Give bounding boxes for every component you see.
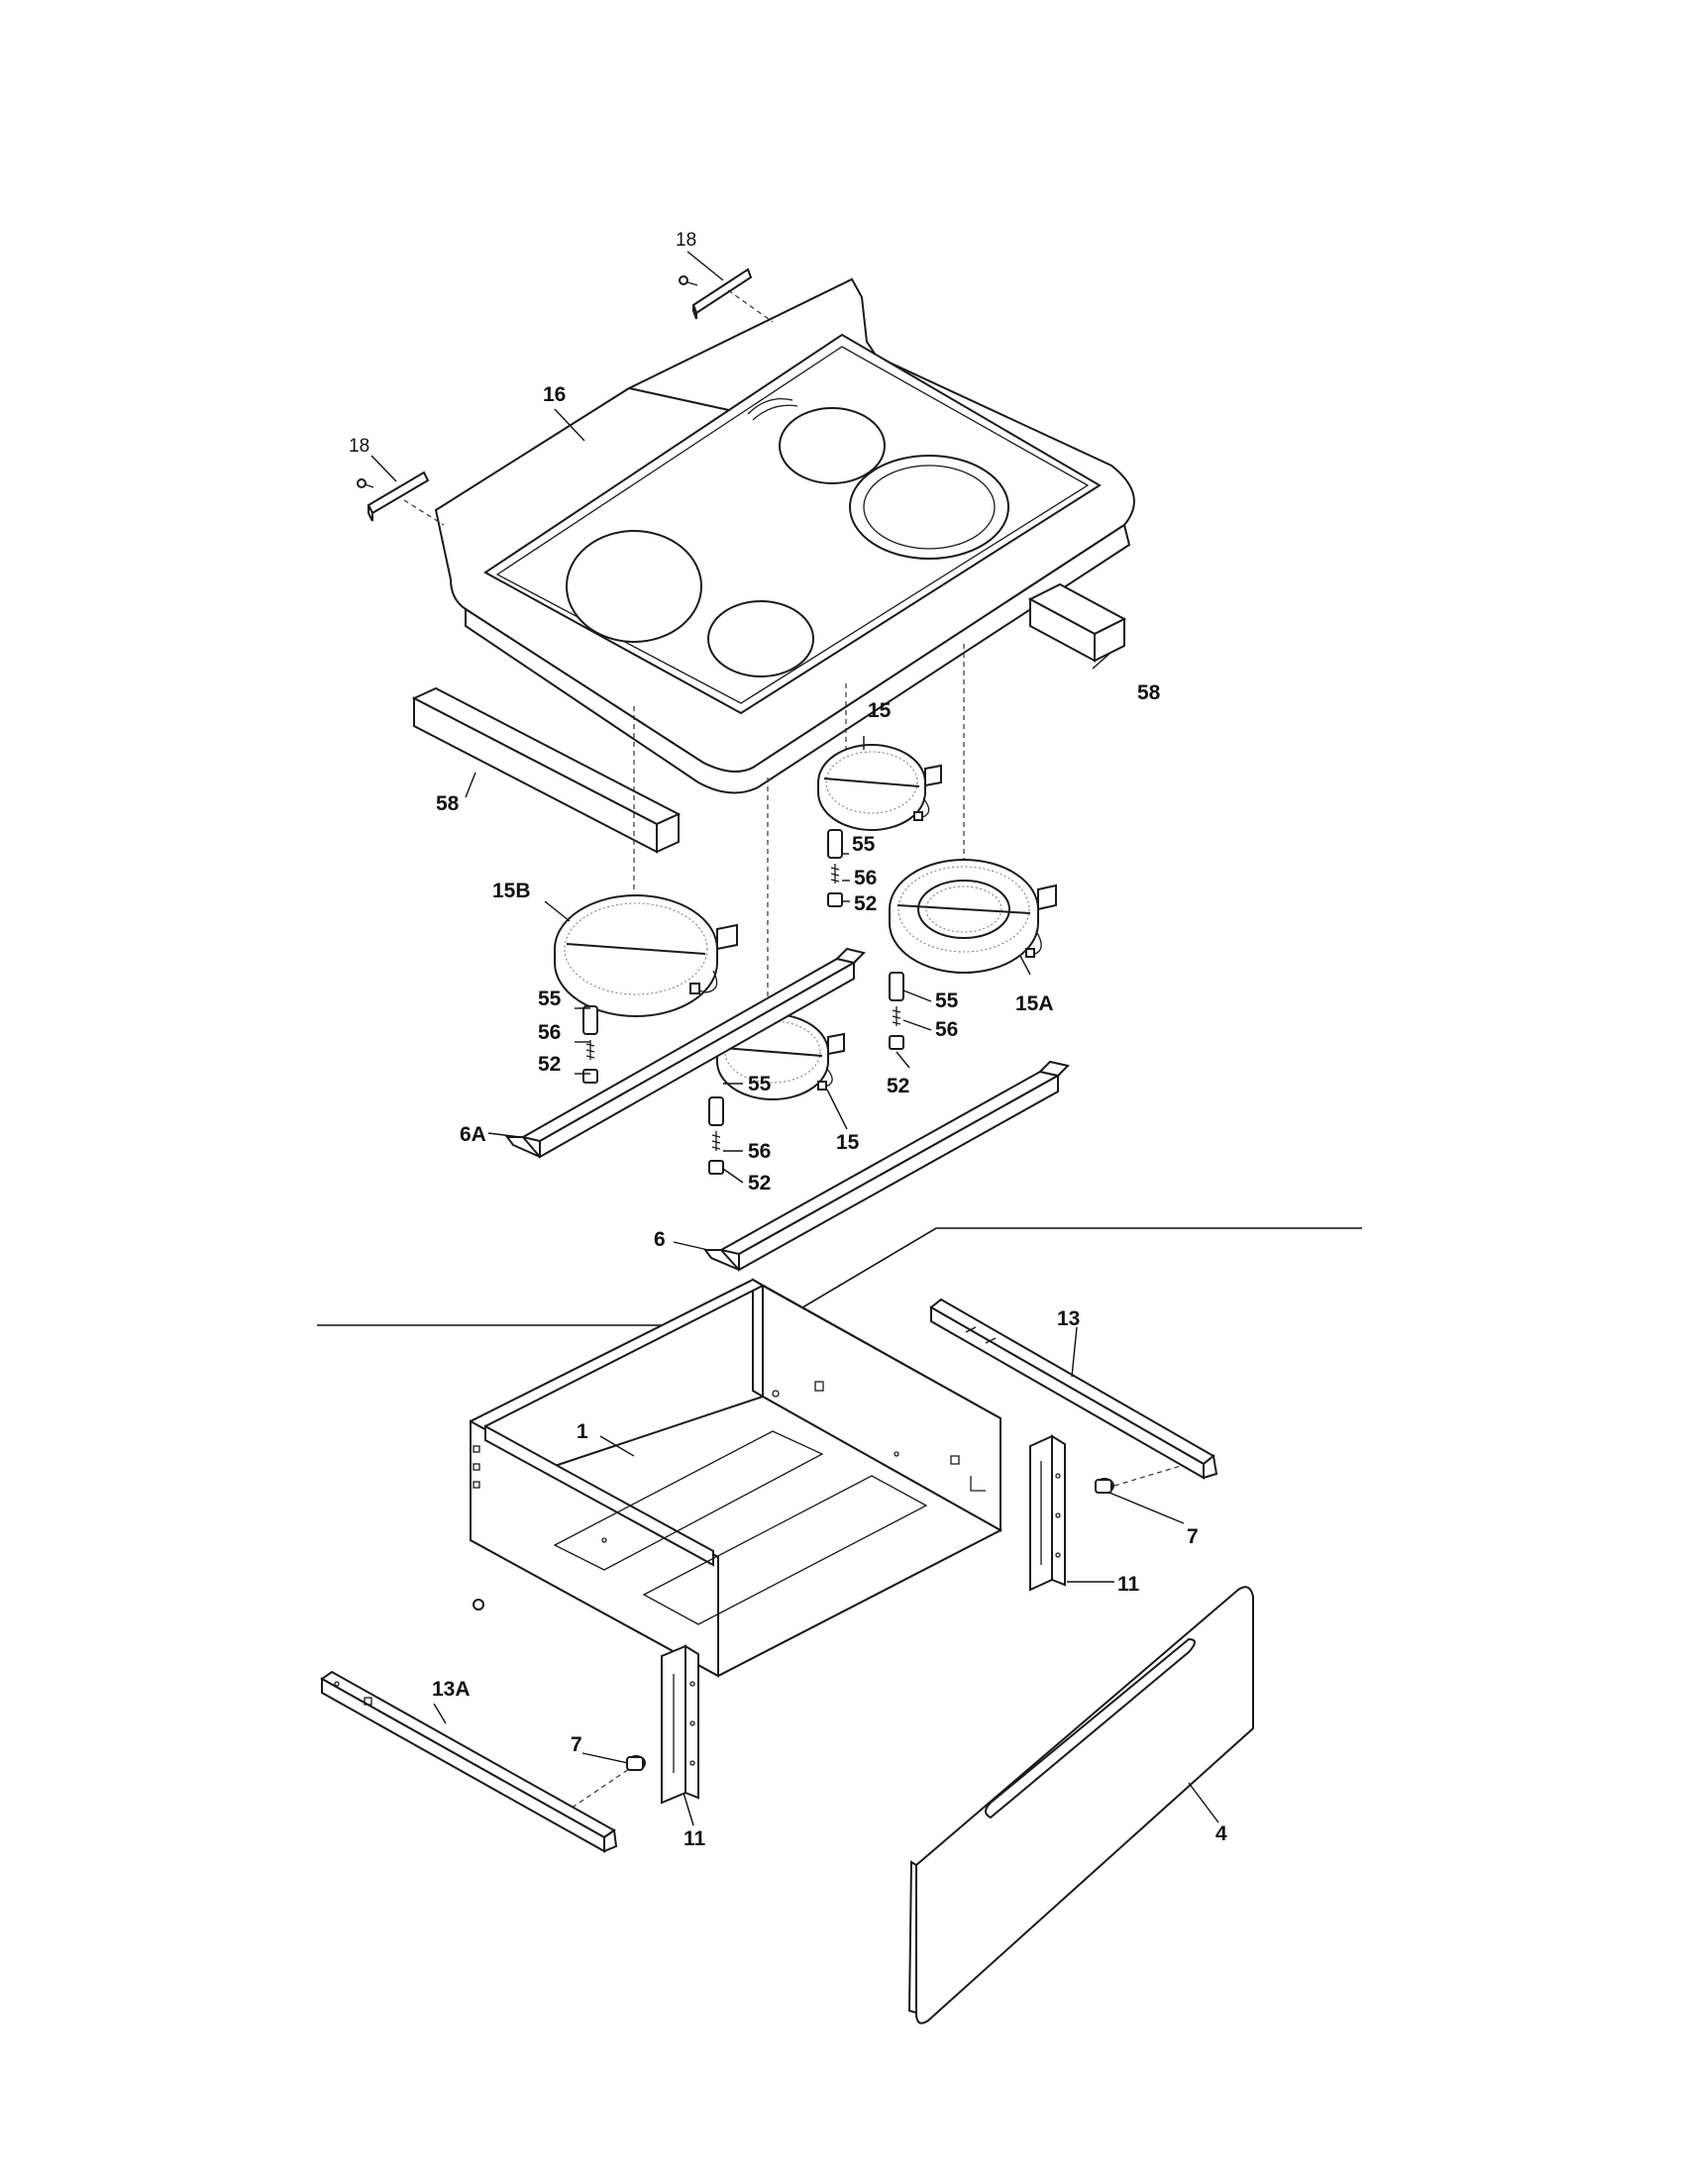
- bracket-6: [703, 1060, 1070, 1272]
- section-separator-line: [317, 1227, 1362, 1326]
- slide-bracket-11-right: [1029, 1434, 1066, 1592]
- bracket-6A: [505, 947, 866, 1159]
- callout-52-lower: 52: [748, 1172, 771, 1195]
- callout-55-right: 55: [935, 989, 959, 1012]
- hardware-stack-lower-center: [708, 1096, 724, 1175]
- spacer-58-left: [411, 686, 682, 854]
- bracket-18-lower: [357, 470, 445, 526]
- callout-58-left: 58: [436, 792, 460, 815]
- drawer-panel-4: [907, 1586, 1254, 2025]
- callout-55-left: 55: [538, 988, 562, 1010]
- callout-15A: 15A: [1015, 992, 1054, 1015]
- hardware-stack-left: [582, 1005, 598, 1084]
- hardware-stack-right: [889, 972, 904, 1050]
- callout-55-lower: 55: [748, 1073, 772, 1095]
- slide-rail-13: [929, 1298, 1218, 1480]
- callout-56-right: 56: [935, 1018, 958, 1041]
- roller-7-left: [564, 1755, 646, 1814]
- callout-15B: 15B: [492, 880, 531, 902]
- callout-11-right: 11: [1117, 1573, 1140, 1596]
- spacer-58-right: [1027, 582, 1127, 663]
- callout-55-upper: 55: [852, 833, 876, 856]
- bracket-18-upper: [679, 267, 774, 323]
- callout-7-right: 7: [1187, 1525, 1199, 1548]
- element-15A: [889, 859, 1057, 974]
- callout-6: 6: [654, 1228, 666, 1251]
- callout-56-left: 56: [538, 1021, 561, 1044]
- callout-15-upper: 15: [868, 699, 892, 722]
- callout-56-lower: 56: [748, 1140, 771, 1163]
- hardware-stack-upper-center: [827, 829, 843, 907]
- callout-18-lower: 18: [349, 436, 369, 457]
- slide-rail-13A: [320, 1670, 618, 1853]
- drawer-body-1: [470, 1278, 1003, 1678]
- callout-52-right: 52: [887, 1075, 909, 1097]
- callout-16: 16: [543, 383, 566, 406]
- callout-1: 1: [577, 1420, 588, 1443]
- element-15B: [554, 894, 738, 1017]
- callout-56-upper: 56: [854, 867, 877, 889]
- callout-15-lower: 15: [836, 1131, 860, 1154]
- callout-4: 4: [1215, 1822, 1227, 1845]
- slide-bracket-11-left: [661, 1644, 699, 1805]
- callout-11-left: 11: [684, 1827, 706, 1850]
- callout-6A: 6A: [460, 1123, 486, 1146]
- main-top-16: [434, 277, 1135, 794]
- callout-7-left: 7: [571, 1733, 582, 1756]
- callout-52-upper: 52: [854, 892, 877, 915]
- leader-lines: [370, 251, 1219, 1826]
- element-15-upper: [817, 744, 942, 831]
- callout-18-upper: 18: [676, 230, 696, 251]
- callout-13: 13: [1057, 1307, 1080, 1330]
- callout-13A: 13A: [432, 1678, 471, 1701]
- callout-58-right: 58: [1137, 681, 1161, 704]
- callout-52-left: 52: [538, 1053, 561, 1076]
- roller-7-right: [1095, 1465, 1182, 1494]
